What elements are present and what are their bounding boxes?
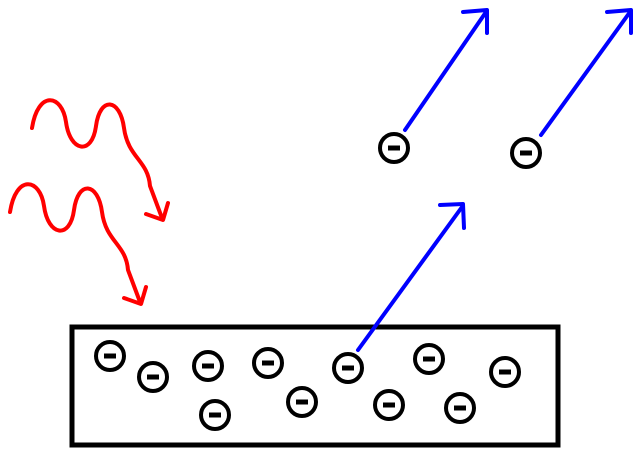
electron-minus-icon [413,343,445,375]
electron-minus-icon [192,350,224,382]
electron-minus-icon [137,361,169,393]
electron-minus-icon [489,356,521,388]
electron-minus-icon [332,352,364,384]
electron-minus-icon [378,132,410,164]
electron-minus-icon [373,389,405,421]
electron-minus-icon [286,386,318,418]
ejection-path-right [539,8,633,137]
electron-minus-icon [94,340,126,372]
electron-minus-icon [199,399,231,431]
electron-minus-icon [510,137,542,169]
ejection-path-left [403,8,489,132]
ejection-path-plate [356,202,466,352]
electron-minus-icon [444,392,476,424]
light-wave-upper [30,98,170,222]
light-wave-lower [8,182,148,306]
electron-minus-icon [252,347,284,379]
